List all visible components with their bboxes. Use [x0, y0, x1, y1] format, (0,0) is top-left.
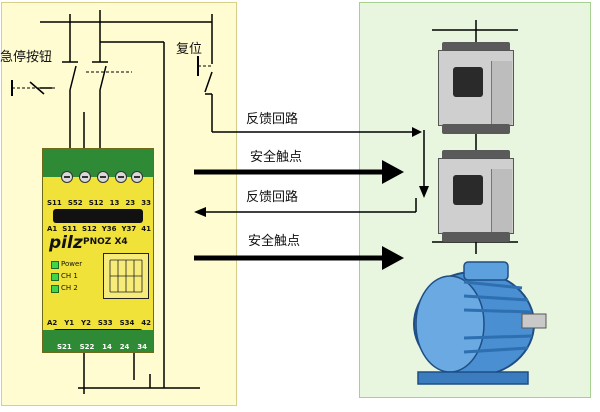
power-led	[51, 261, 59, 269]
safety-relay-pnoz-x4: S11 S52 S12 13 23 33 A1 S11 S12 Y36 Y37 …	[42, 148, 154, 353]
relay-schematic	[103, 253, 149, 299]
emergency-stop-label: 急停按钮	[0, 50, 53, 65]
power-led-label: Power	[61, 260, 83, 268]
ch1-led	[51, 273, 59, 281]
bottom-terminal-labels-2: S21 S22 14 24 34	[57, 343, 147, 351]
contactor-1	[438, 42, 514, 134]
ch1-led-label: CH 1	[61, 272, 78, 280]
electric-motor	[404, 252, 550, 392]
terminal-screw	[115, 171, 127, 183]
safety-contact-label-1: 安全触点	[250, 150, 303, 165]
feedback-loop-label-2: 反馈回路	[246, 190, 299, 205]
ch2-led	[51, 285, 59, 293]
top-terminal-labels: S11 S52 S12 13 23 33	[47, 199, 151, 207]
ch2-led-label: CH 2	[61, 284, 78, 292]
screw-band	[53, 209, 143, 223]
auxiliary-contact-block	[491, 61, 512, 125]
contactor-2	[438, 150, 514, 242]
terminal-screw	[61, 171, 73, 183]
relay-bottom-cap	[43, 330, 153, 352]
mid-terminal-labels: A1 S11 S12 Y36 Y37 41	[47, 225, 151, 233]
terminal-screw	[97, 171, 109, 183]
reset-switch	[197, 22, 213, 132]
contactor-window	[453, 175, 483, 205]
contactor-window	[453, 67, 483, 97]
reset-label: 复位	[176, 42, 203, 57]
bottom-terminal-labels-1: A2 Y1 Y2 S33 S34 42	[47, 319, 151, 327]
terminal-screw	[79, 171, 91, 183]
emergency-stop-switch	[11, 22, 165, 385]
terminal-screw	[131, 171, 143, 183]
feedback-loop-label-1: 反馈回路	[246, 112, 299, 127]
auxiliary-contact-block	[491, 169, 512, 233]
relay-brand-logo: pilz	[49, 233, 83, 253]
relay-model: PNOZ X4	[83, 237, 128, 247]
safety-contact-label-2: 安全触点	[248, 234, 301, 249]
